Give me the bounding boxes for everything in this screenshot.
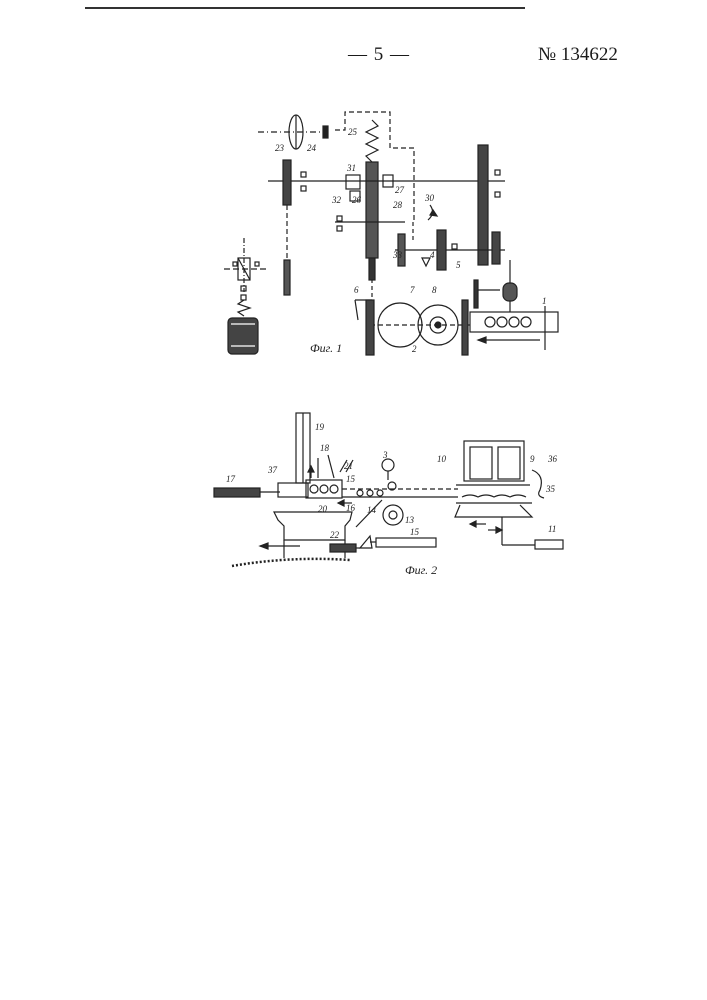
label-26: 26 [352, 195, 362, 205]
label-9: 9 [530, 454, 535, 464]
roller-2 [378, 303, 422, 347]
label-22: 22 [330, 530, 340, 540]
label-2: 2 [412, 344, 417, 354]
label-17: 17 [226, 474, 236, 484]
label-35: 35 [545, 484, 556, 494]
label-20: 20 [318, 504, 328, 514]
label-30: 30 [424, 193, 435, 203]
label-32: 32 [331, 195, 342, 205]
label-27: 27 [395, 185, 405, 195]
pulley-right [478, 145, 488, 265]
figure-2-caption: Фиг. 2 [405, 563, 437, 577]
label-18: 18 [320, 443, 330, 453]
label-16: 16 [346, 503, 356, 513]
label-28: 28 [393, 200, 403, 210]
label-21: 21 [344, 461, 353, 471]
label-4: 4 [430, 250, 435, 260]
sensor-24 [323, 126, 328, 138]
product-chain [232, 559, 350, 566]
roller-13 [383, 505, 403, 525]
figure-2 [214, 413, 563, 566]
label-8: 8 [432, 285, 437, 295]
cylinder-11 [535, 540, 563, 549]
label-11: 11 [548, 524, 556, 534]
cylinder-22 [330, 544, 356, 552]
label-37: 37 [267, 465, 278, 475]
label-3: 3 [382, 450, 388, 460]
label-24: 24 [307, 143, 317, 153]
label-19: 19 [315, 422, 325, 432]
cylinder-17 [214, 488, 260, 497]
label-36: 36 [547, 454, 558, 464]
figure-1-caption: Фиг. 1 [310, 341, 342, 355]
label-23: 23 [275, 143, 285, 153]
label-31: 31 [346, 163, 356, 173]
cylinder-15 [376, 538, 436, 547]
vertical-shaft [366, 162, 378, 258]
label-10: 10 [437, 454, 447, 464]
label-14: 14 [367, 505, 377, 515]
label-1: 1 [542, 296, 547, 306]
label-33: 33 [392, 250, 403, 260]
label-15a: 15 [346, 474, 356, 484]
label-7: 7 [410, 285, 415, 295]
label-6: 6 [354, 285, 359, 295]
label-25: 25 [348, 127, 358, 137]
label-13: 13 [405, 515, 415, 525]
label-5: 5 [456, 260, 461, 270]
label-15b: 15 [410, 527, 420, 537]
